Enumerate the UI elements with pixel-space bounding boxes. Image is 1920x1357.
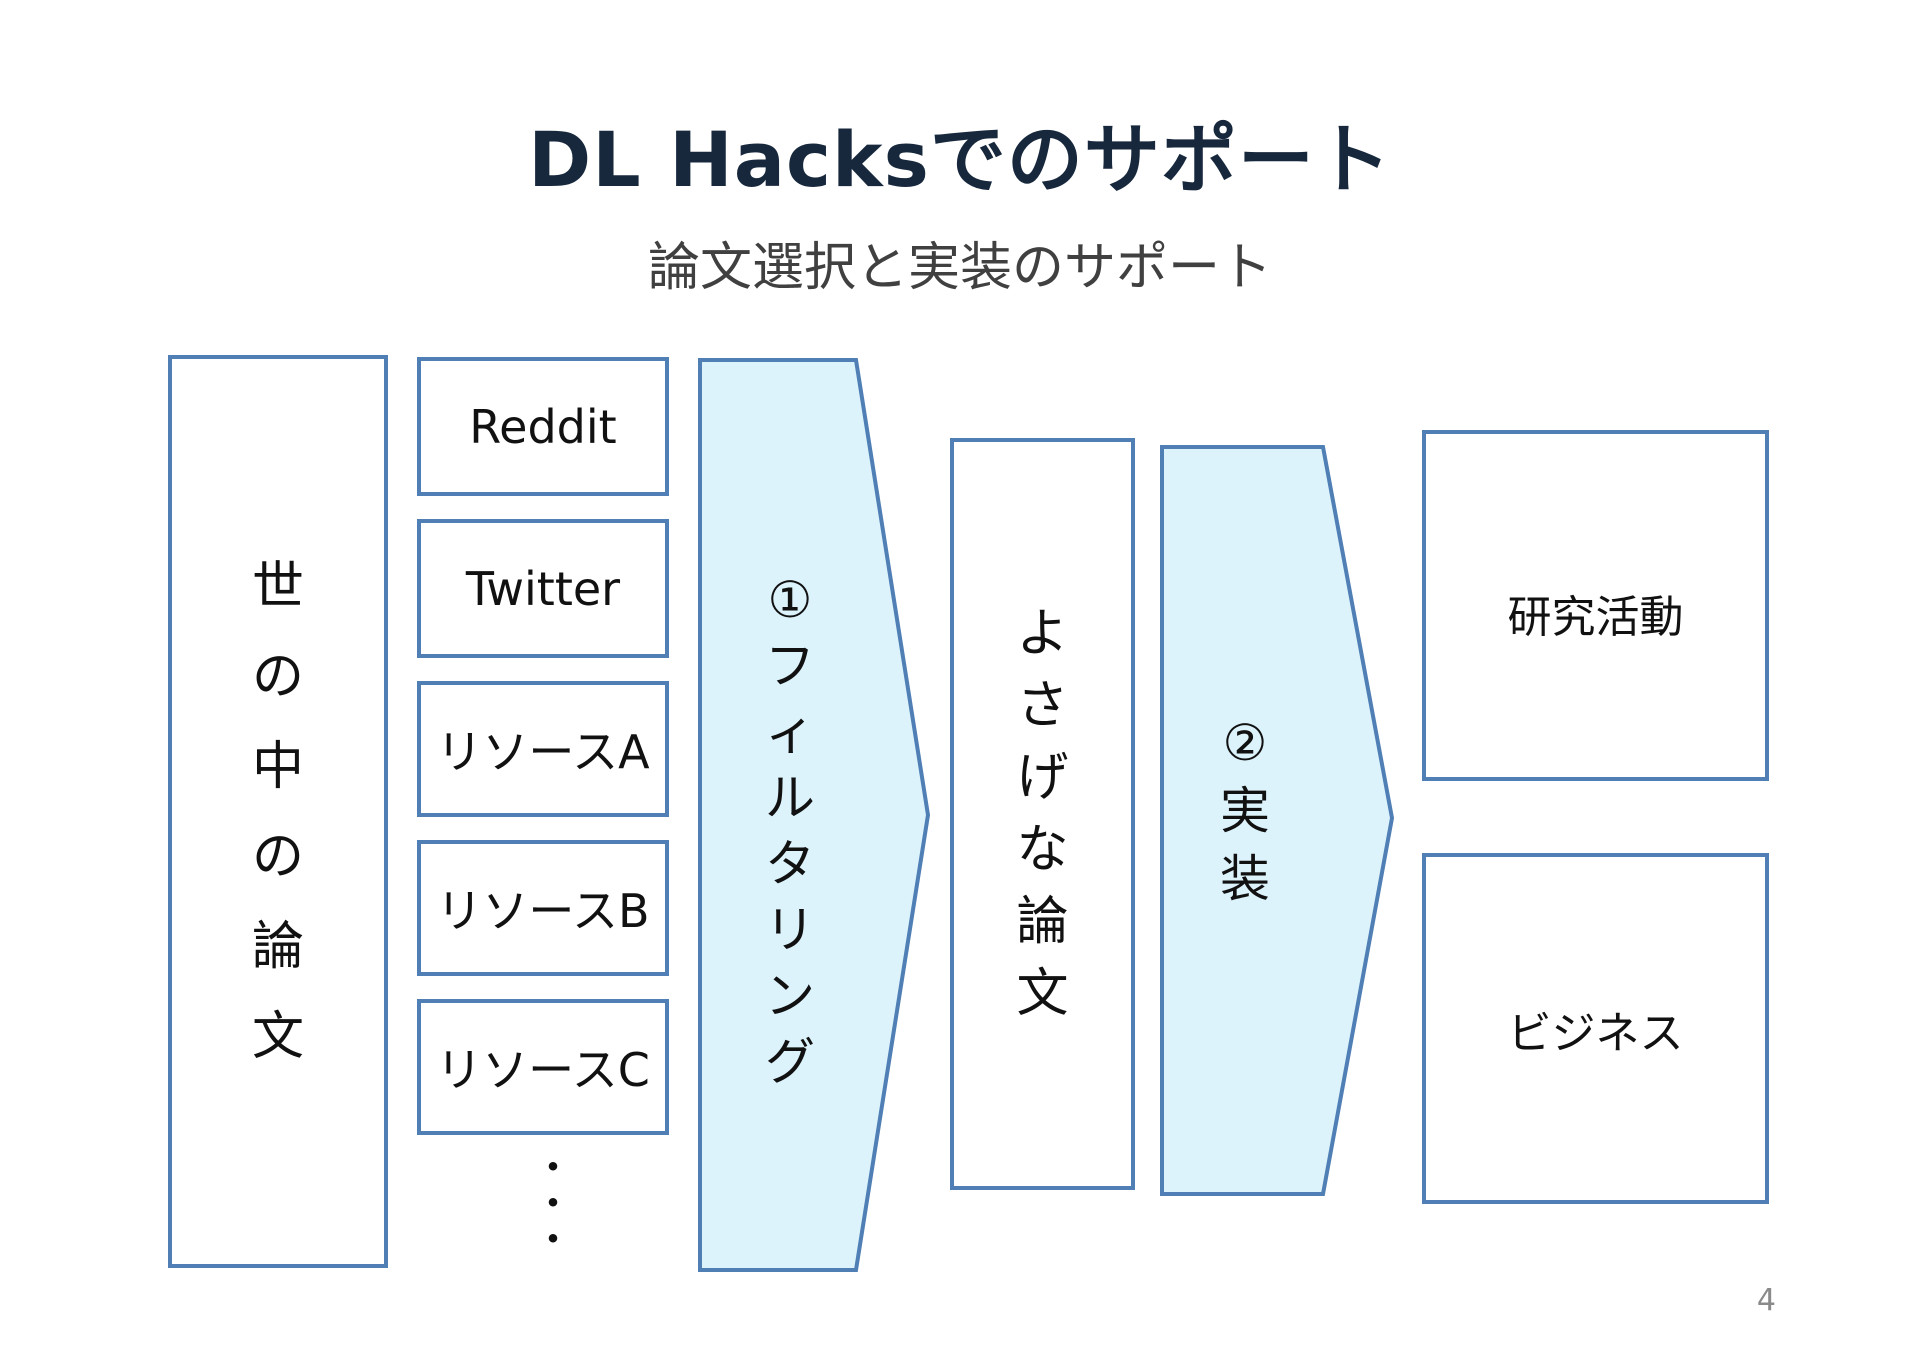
good-papers-char: よ — [1016, 604, 1069, 664]
implementation-label: ② 実 装 — [1205, 718, 1285, 904]
world-papers-char: 文 — [251, 1006, 304, 1067]
page-title: DL Hacksでのサポート — [528, 115, 1392, 204]
world-papers-char: 世 — [251, 556, 304, 617]
page-number: 4 — [1756, 1283, 1776, 1318]
filtering-char: フ — [765, 637, 815, 695]
good-papers-char: 論 — [1016, 892, 1069, 952]
filtering-char: ル — [765, 769, 815, 827]
implementation-char: ② — [1222, 714, 1268, 772]
filtering-label: ① フ ィ ル タ リ ン グ — [752, 575, 828, 1087]
good-papers-char: な — [1016, 820, 1069, 880]
good-papers-char: さ — [1016, 676, 1069, 736]
source-resource-a: リソースA — [417, 681, 669, 817]
source-twitter: Twitter — [417, 519, 669, 658]
good-papers-box: よ さ げ な 論 文 — [950, 438, 1135, 1190]
source-resource-c: リソースC — [417, 999, 669, 1135]
good-papers-char: 文 — [1016, 964, 1069, 1024]
source-resource-b: リソースB — [417, 840, 669, 976]
filtering-char: リ — [765, 901, 815, 959]
page-subtitle: 論文選択と実装のサポート — [647, 238, 1272, 298]
implementation-char: 実 — [1220, 782, 1270, 840]
filtering-char: グ — [765, 1033, 815, 1091]
filtering-char: ① — [767, 571, 813, 629]
implementation-arrow-shape — [1160, 445, 1395, 1196]
implementation-char: 装 — [1220, 850, 1270, 908]
filtering-char: ィ — [765, 703, 815, 761]
outcome-business: ビジネス — [1422, 853, 1769, 1204]
world-papers-char: の — [251, 826, 304, 887]
filtering-char: ン — [765, 967, 815, 1025]
outcome-research: 研究活動 — [1422, 430, 1769, 781]
world-papers-char: 論 — [251, 916, 304, 977]
world-papers-char: 中 — [251, 736, 304, 797]
filtering-char: タ — [765, 835, 815, 893]
good-papers-char: げ — [1016, 748, 1069, 808]
source-reddit: Reddit — [417, 357, 669, 496]
world-papers-box: 世 の 中 の 論 文 — [168, 355, 388, 1268]
world-papers-char: の — [251, 646, 304, 707]
filtering-arrow-shape — [698, 358, 931, 1272]
